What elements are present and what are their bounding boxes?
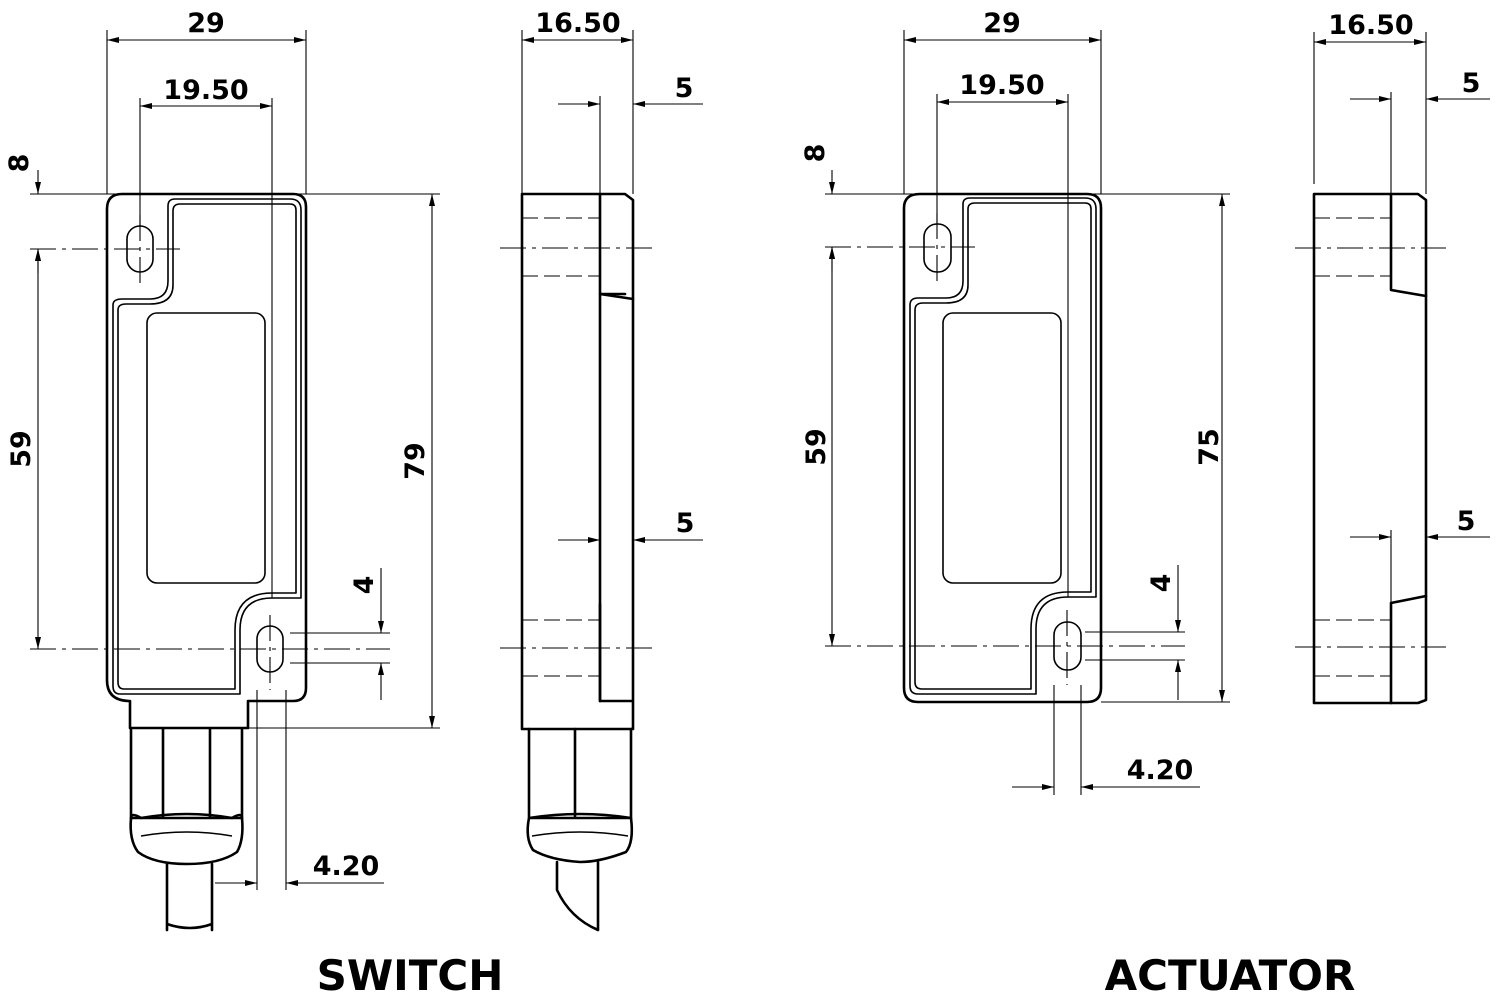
switch-hole-pitch-y-dimension: 59 bbox=[6, 430, 37, 468]
switch-title: SWITCH bbox=[317, 951, 504, 996]
actuator-depth-dimension: 16.50 bbox=[1328, 10, 1413, 41]
actuator-hole-width-dimension: 4.20 bbox=[1127, 755, 1194, 786]
actuator-inner-recess-offset bbox=[914, 202, 1092, 690]
actuator-front-view: 29 19.50 8 59 75 4 4.20 bbox=[800, 8, 1230, 795]
actuator-side-step-top bbox=[1389, 192, 1428, 298]
switch-step-top-dimension: 5 bbox=[675, 73, 694, 104]
switch-side-view: 16.50 5 5 bbox=[500, 8, 703, 932]
switch-gland-nut bbox=[129, 812, 244, 866]
actuator-side-outline bbox=[1312, 192, 1428, 705]
actuator-step-top-dimension: 5 bbox=[1462, 68, 1481, 99]
switch-step-bottom-dimension: 5 bbox=[676, 508, 695, 539]
switch-cable bbox=[165, 862, 214, 932]
actuator-body-outline bbox=[902, 192, 1103, 704]
actuator-inner-recess bbox=[909, 197, 1097, 695]
switch-label-area bbox=[146, 312, 266, 584]
switch-side-outline bbox=[520, 192, 635, 731]
switch-hole-width-dimension: 4.20 bbox=[313, 851, 380, 882]
switch-side-gland bbox=[527, 727, 633, 820]
switch-cable-gland bbox=[129, 727, 244, 820]
switch-height-dimension: 79 bbox=[400, 442, 431, 480]
switch-inner-recess-offset bbox=[117, 203, 297, 690]
switch-body-outline bbox=[105, 192, 308, 730]
actuator-top-offset-dimension: 8 bbox=[800, 144, 831, 163]
actuator-hole-pitch-y-dimension: 59 bbox=[801, 428, 832, 466]
switch-inner-recess bbox=[112, 198, 302, 695]
actuator-height-dimension: 75 bbox=[1194, 428, 1225, 466]
switch-top-offset-dimension: 8 bbox=[4, 154, 35, 173]
switch-front-view: 29 19.50 8 59 79 4 4.20 bbox=[4, 8, 440, 932]
switch-hole-pitch-x-dimension: 19.50 bbox=[163, 75, 248, 106]
switch-side-step-top bbox=[598, 192, 635, 301]
switch-side-nut-detail bbox=[531, 831, 629, 837]
actuator-title: ACTUATOR bbox=[1105, 951, 1356, 996]
switch-slot-length-dimension: 4 bbox=[349, 576, 380, 595]
switch-width-dimension: 29 bbox=[187, 8, 225, 39]
actuator-step-bottom-dimension: 5 bbox=[1457, 506, 1476, 537]
switch-side-cable bbox=[555, 860, 600, 932]
actuator-hole-pitch-x-dimension: 19.50 bbox=[959, 70, 1044, 101]
switch-side-nut bbox=[526, 812, 634, 864]
actuator-slot-length-dimension: 4 bbox=[1146, 574, 1177, 593]
actuator-width-dimension: 29 bbox=[983, 8, 1021, 39]
switch-depth-dimension: 16.50 bbox=[535, 8, 620, 39]
actuator-side-view: 16.50 5 5 bbox=[1295, 10, 1490, 705]
actuator-side-step-bottom bbox=[1389, 594, 1428, 705]
switch-gland-nut-detail bbox=[140, 831, 233, 837]
actuator-label-area bbox=[942, 312, 1062, 584]
